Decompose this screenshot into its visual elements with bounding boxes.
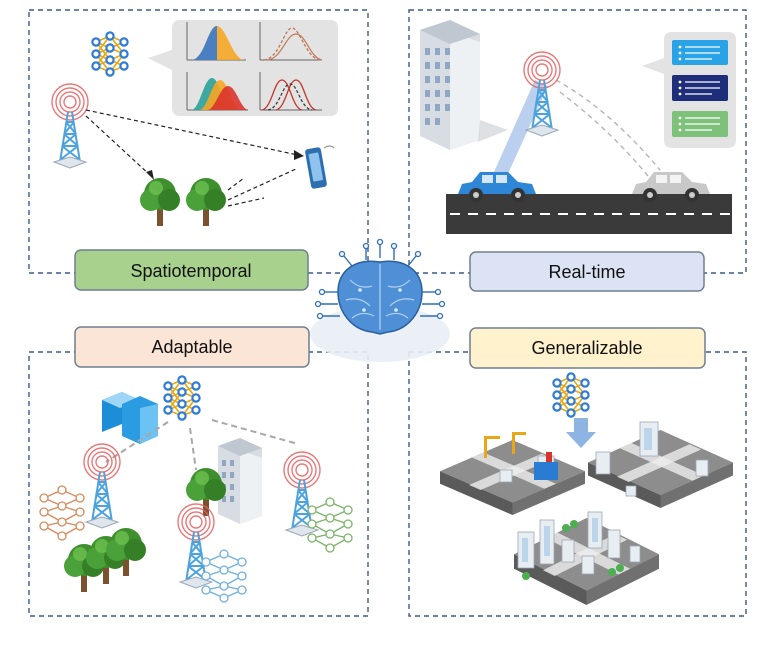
neural-network-icon [91,31,129,77]
spatiotemporal-panel-border [28,9,369,274]
adaptable-label: Adaptable [151,337,232,357]
neural-network-icon [552,372,590,418]
generalizable-illustration [440,372,733,605]
neural-network-icon [39,485,85,541]
distribution-plot-icon [259,22,323,61]
tree-icon [186,178,226,226]
city-buildings [499,421,709,575]
tree-icon [140,178,180,226]
distribution-plot-icon [186,22,246,61]
propagation-arrows [85,109,299,207]
spatiotemporal-illustration [51,20,338,226]
generalizable-panel-border [408,351,747,617]
message-card-icon [672,75,728,101]
city-trees [522,520,624,580]
down-arrow-icon [566,418,596,448]
ai-brain-icon [310,238,450,362]
neural-network-icon [163,375,201,421]
dashed-link [559,91,649,177]
dashed-link [105,419,299,471]
distribution-plot-icon [186,72,248,111]
signal-beam [494,80,548,178]
realtime-illustration [420,20,736,234]
cell-tower-icon [51,83,89,169]
arrow-heads [146,150,304,180]
adaptable-label-box: Adaptable [74,326,310,368]
realtime-label-box: Real-time [469,251,705,292]
realtime-label: Real-time [548,262,625,282]
dashed-link [555,79,661,171]
distribution-callout [148,20,338,116]
adaptable-panel-border [28,351,369,617]
cell-tower-icon [83,443,121,529]
spatiotemporal-label: Spatiotemporal [130,261,251,281]
neural-network-icon [201,549,247,603]
neural-network-icon [307,497,353,553]
generalizable-label: Generalizable [531,338,642,358]
server-icon [102,392,158,444]
adaptable-illustration [39,375,353,603]
spatiotemporal-label-box: Spatiotemporal [74,249,309,291]
office-building-icon [218,438,262,524]
generalizable-label-box: Generalizable [469,327,706,369]
factory-icon [534,452,558,480]
distribution-plot-icon [259,72,322,111]
city-windows [522,428,652,562]
message-card-icon [672,40,728,65]
construction-site [484,432,526,458]
smartphone-icon [305,145,335,189]
office-building-icon [420,20,508,150]
message-card-icon [672,111,728,137]
tree-icon [106,528,146,576]
